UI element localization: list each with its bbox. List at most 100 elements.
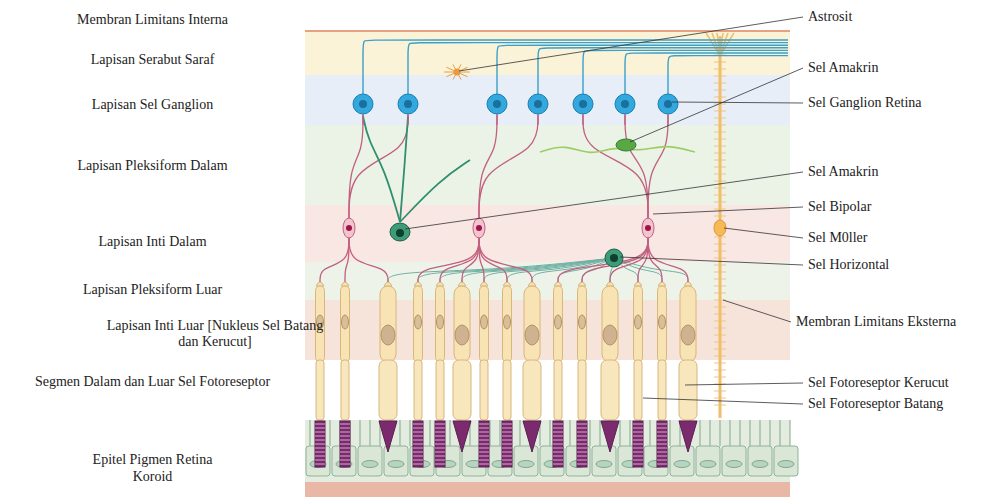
muller-cell (706, 33, 734, 418)
disc (502, 440, 512, 441)
layer-label: Segmen Dalam dan Luar Sel Fotoreseptor (5, 374, 300, 390)
nucleus (342, 315, 349, 329)
disc (657, 428, 667, 429)
disc (413, 452, 423, 453)
disc (479, 456, 489, 457)
synaptic-terminal (458, 282, 466, 286)
disc (553, 448, 563, 449)
nucleus (579, 315, 586, 329)
ganglion-axon (408, 43, 788, 96)
layer-label: Lapisan Inti Dalam (5, 234, 300, 250)
rod-outer-segment (657, 421, 667, 467)
disc (657, 432, 667, 433)
cell-body (578, 286, 587, 362)
disc (435, 452, 445, 453)
inner-segment (634, 360, 642, 420)
cone-outer-segment (379, 421, 397, 452)
leader-line (620, 257, 803, 265)
disc (435, 424, 445, 425)
ganglion-cell (573, 94, 593, 114)
disc (340, 428, 350, 429)
microvillus (710, 420, 711, 446)
bipolar-nucleus (476, 225, 482, 231)
disc (315, 460, 325, 461)
pigment-epithelium (306, 420, 798, 476)
disc (633, 428, 643, 429)
leader-line (643, 398, 803, 404)
epithelial-nucleus (700, 461, 716, 468)
bipolar-axon (479, 115, 497, 220)
synaptic-terminal (341, 282, 349, 286)
rod-outer-segment (553, 421, 563, 467)
disc (479, 460, 489, 461)
cell-body (454, 286, 470, 362)
epithelial-nucleus (362, 461, 378, 468)
rod-outer-segment (340, 421, 350, 467)
bipolar-dendrite (582, 236, 648, 282)
cell-body (524, 286, 540, 362)
leader-line (672, 102, 803, 103)
disc (413, 448, 423, 449)
cell-body (634, 286, 643, 362)
disc (315, 440, 325, 441)
disc (502, 424, 512, 425)
layer-label: Lapisan Pleksiform Luar (5, 282, 300, 298)
cell-body (503, 286, 512, 362)
astrocyte-body (454, 69, 461, 76)
inner-segment (578, 360, 586, 420)
bipolar-cell (343, 218, 355, 238)
epithelial-nucleus (388, 461, 404, 468)
rod-outer-segment (633, 421, 643, 467)
bipolar-nucleus (346, 225, 352, 231)
ganglion-cell (615, 94, 635, 114)
disc (633, 424, 643, 425)
disc (340, 432, 350, 433)
microvillus (330, 420, 331, 446)
cell-label: Sel Horizontal (808, 257, 889, 273)
microvillus (450, 420, 451, 446)
epithelial-nucleus (596, 461, 612, 468)
layer-band (305, 125, 790, 205)
disc (413, 432, 423, 433)
disc (502, 444, 512, 445)
epithelial-cell (592, 446, 616, 476)
disc (553, 464, 563, 465)
nucleus (555, 315, 562, 329)
ganglion-axon (583, 50, 788, 96)
disc (633, 448, 643, 449)
disc (657, 440, 667, 441)
inner-segment (453, 360, 471, 420)
amacrine-process (363, 116, 400, 222)
layer-label: Membran Limitans Interna (5, 12, 300, 28)
synaptic-terminal (578, 282, 586, 286)
microvillus (790, 420, 791, 446)
ganglion-nucleus (621, 100, 629, 108)
cone-outer-segment (679, 421, 697, 452)
bipolar-dendrite (479, 236, 532, 282)
disc (657, 460, 667, 461)
cell-label: Sel M0ller (808, 230, 868, 246)
amacrine-nucleus (396, 229, 404, 237)
disc (553, 428, 563, 429)
inner-segment (480, 360, 488, 420)
cell-label: Sel Amakrin (808, 60, 878, 76)
disc (413, 440, 423, 441)
epithelial-cell (774, 446, 798, 476)
cell-label: Membran Limitans Eksterna (796, 314, 956, 330)
disc (657, 424, 667, 425)
retina-layer-bands (305, 31, 790, 497)
disc (479, 440, 489, 441)
disc (577, 456, 587, 457)
disc (340, 464, 350, 465)
disc (633, 452, 643, 453)
synaptic-terminal (528, 282, 536, 286)
disc (413, 444, 423, 445)
horizontal-nucleus (610, 254, 618, 262)
amacrine-cell (390, 223, 410, 241)
ganglion-cell (487, 94, 507, 114)
disc (435, 444, 445, 445)
disc (413, 456, 423, 457)
synaptic-terminal (384, 282, 392, 286)
cone-outer-segment (601, 421, 619, 452)
disc (315, 432, 325, 433)
